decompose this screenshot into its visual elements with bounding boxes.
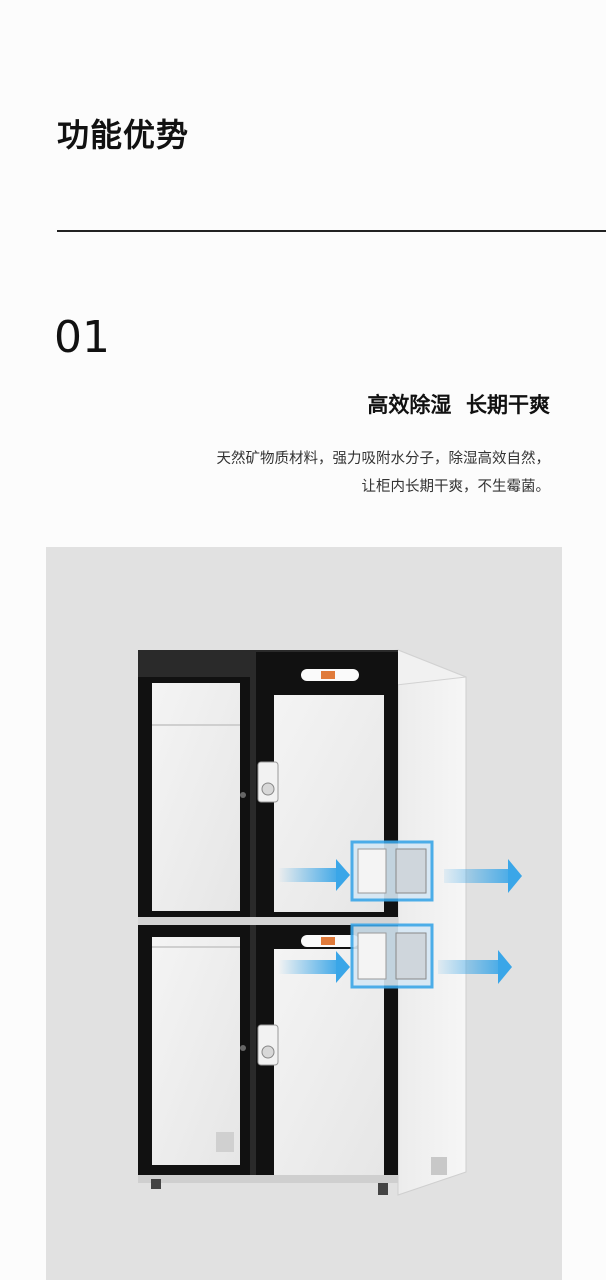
upper-display-readout [321, 671, 335, 679]
upper-left-glass [152, 683, 240, 911]
upper-left-handle [240, 792, 246, 798]
upper-dehumidifier-module [350, 840, 434, 902]
upper-keypad-lock [257, 761, 279, 803]
dry-cabinet-illustration [137, 649, 522, 1196]
feature-description-line-1: 天然矿物质材料，强力吸附水分子，除湿高效自然， [216, 451, 551, 467]
product-image-panel [46, 547, 562, 1280]
feature-description-line-2: 让柜内长期干爽，不生霉菌。 [361, 479, 551, 495]
side-bracket [431, 1157, 447, 1175]
lower-dehumidifier-module [350, 923, 434, 989]
lower-airflow-arrow-out [438, 950, 512, 984]
title-divider [57, 230, 606, 232]
cabinet-foot-right [378, 1183, 388, 1195]
section-number: 01 [54, 312, 110, 363]
feature-description: 天然矿物质材料，强力吸附水分子，除湿高效自然， 让柜内长期干爽，不生霉菌。 [217, 445, 551, 501]
upper-lock-knob [261, 782, 275, 796]
cabinet-side-panel [397, 649, 467, 1196]
feature-heading: 高效除湿 长期干爽 [367, 393, 550, 417]
lower-keypad-lock [257, 1024, 279, 1066]
page-title: 功能优势 [57, 116, 190, 154]
cabinet-base [138, 1175, 398, 1183]
lower-display-readout [321, 937, 335, 945]
upper-airflow-arrow-in [278, 859, 350, 891]
lower-left-glass [152, 937, 240, 1165]
lower-airflow-arrow-in [278, 951, 350, 983]
lower-left-bracket [216, 1132, 234, 1152]
cabinet-foot-left [151, 1179, 161, 1189]
upper-airflow-arrow-out [444, 859, 522, 893]
lower-lock-knob [261, 1045, 275, 1059]
cabinet-divider [138, 917, 398, 925]
lower-left-handle [240, 1045, 246, 1051]
